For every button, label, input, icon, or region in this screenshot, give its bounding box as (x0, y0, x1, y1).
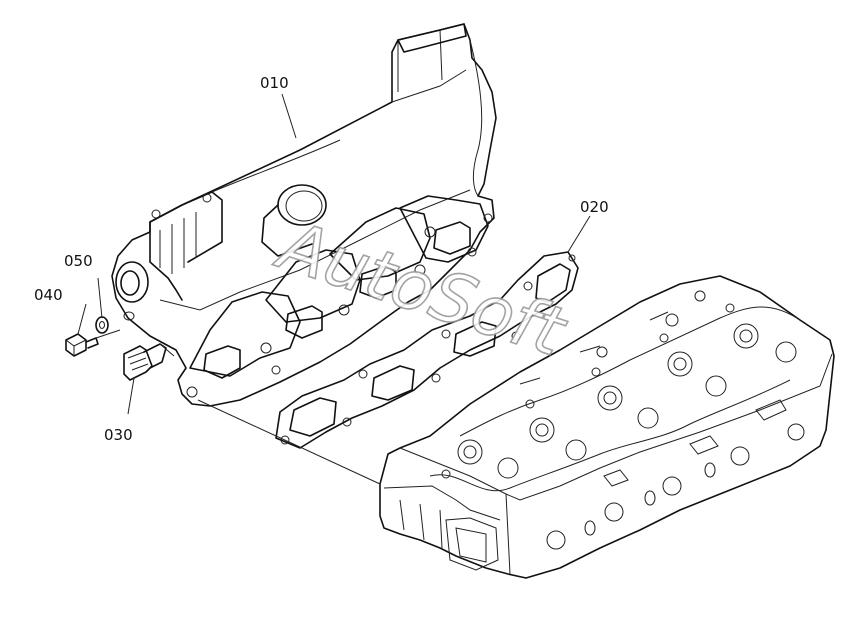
callout-leaders (77, 93, 591, 415)
callout-030: 030 (104, 426, 133, 444)
stud-bolt-030 (123, 343, 175, 381)
bolt-040 (65, 329, 121, 357)
callout-010: 010 (260, 74, 289, 92)
callout-020: 020 (580, 198, 609, 216)
washer-050 (95, 316, 109, 334)
cylinder-head (379, 275, 835, 579)
exhaust-manifold (111, 23, 497, 407)
alignment-leader-line (197, 399, 381, 485)
watermark-text: AutoSoft (266, 205, 575, 373)
callout-050: 050 (64, 252, 93, 270)
callout-040: 040 (34, 286, 63, 304)
exhaust-gasket (275, 251, 579, 449)
